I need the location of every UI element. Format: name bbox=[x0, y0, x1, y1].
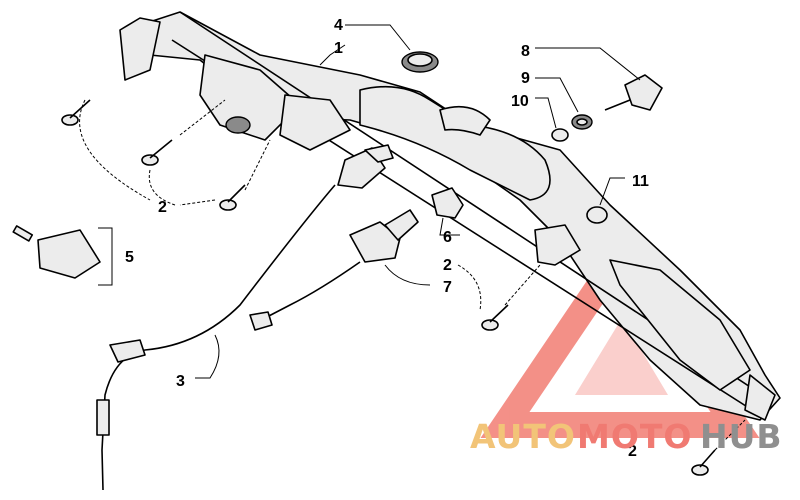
ignition-switch-part bbox=[249, 209, 419, 331]
callout-8: 8 bbox=[521, 43, 530, 60]
left-mount-bracket bbox=[119, 17, 161, 81]
grommet-part bbox=[401, 51, 439, 73]
washer-part bbox=[551, 128, 569, 142]
screw-icon bbox=[61, 99, 91, 126]
pin-and-bracket-part bbox=[12, 225, 113, 286]
watermark-auto: AUTO bbox=[470, 417, 576, 456]
nut-part bbox=[571, 114, 593, 130]
screw-group bbox=[61, 99, 716, 476]
screw-icon bbox=[141, 139, 173, 166]
handlebar-pod-housing bbox=[124, 11, 781, 421]
watermark-hub: HUB bbox=[700, 417, 783, 456]
callout-10: 10 bbox=[511, 93, 529, 110]
switch-boot-part bbox=[431, 187, 464, 219]
watermark-text: AUTO MOTO HUB bbox=[470, 417, 783, 456]
callout-6: 6 bbox=[443, 229, 452, 246]
callout-2: 2 bbox=[158, 199, 167, 216]
cap-part bbox=[586, 206, 608, 224]
callout-11: 11 bbox=[632, 173, 649, 190]
watermark-moto: MOTO bbox=[577, 417, 692, 456]
callout-3: 3 bbox=[176, 373, 185, 390]
callout-2: 2 bbox=[628, 443, 637, 460]
right-mount-bracket bbox=[534, 224, 581, 266]
screw-icon bbox=[481, 304, 509, 331]
screw-icon bbox=[219, 184, 246, 211]
callout-2: 2 bbox=[443, 257, 452, 274]
callout-4: 4 bbox=[334, 17, 343, 34]
callout-7: 7 bbox=[443, 279, 452, 296]
key-part bbox=[604, 74, 663, 111]
throttle-cable-part bbox=[96, 144, 394, 491]
callout-1: 1 bbox=[334, 40, 343, 57]
callout-9: 9 bbox=[521, 70, 530, 87]
screw-icon bbox=[691, 449, 716, 476]
callout-labels: 1 2 2 2 3 4 5 6 7 8 9 10 11 bbox=[125, 17, 649, 460]
callout-5: 5 bbox=[125, 249, 134, 266]
